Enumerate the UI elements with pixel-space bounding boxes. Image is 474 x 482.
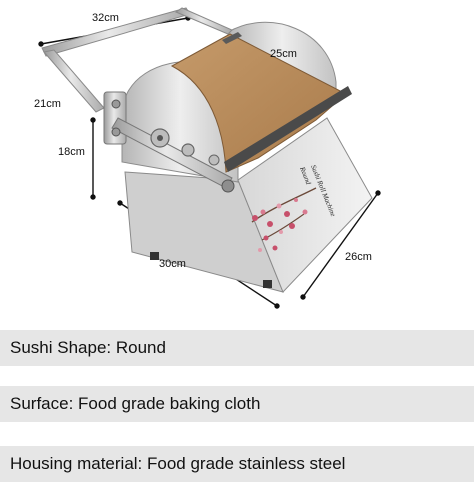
dimension-lines bbox=[38, 15, 381, 309]
dim-body-height: 18cm bbox=[58, 146, 85, 158]
spec-row-shape: Sushi Shape: Round bbox=[0, 330, 474, 366]
spec-housing-text: Housing material: Food grade stainless s… bbox=[10, 454, 346, 473]
box-front-panel bbox=[237, 117, 373, 293]
handle-frame bbox=[41, 7, 233, 113]
belt-front-bar bbox=[224, 86, 352, 172]
dim-belt-width: 25cm bbox=[270, 48, 297, 60]
product-image: Round Sushi Roll Machine 32cm 25cm 21c bbox=[34, 7, 381, 309]
dim-base-length: 30cm bbox=[159, 258, 186, 270]
belt-back-bar bbox=[222, 32, 242, 44]
hinge-mechanism bbox=[103, 91, 235, 193]
spec-shape-text: Sushi Shape: Round bbox=[10, 338, 166, 357]
cherry-blossom-graphic bbox=[251, 187, 317, 252]
baking-cloth-belt bbox=[170, 33, 347, 173]
foot-left bbox=[150, 252, 159, 260]
spec-surface-text: Surface: Food grade baking cloth bbox=[10, 394, 261, 413]
dim-box-depth: 26cm bbox=[345, 251, 372, 263]
dim-side-height: 21cm bbox=[34, 98, 61, 110]
spec-row-surface: Surface: Food grade baking cloth bbox=[0, 386, 474, 422]
dim-width-top: 32cm bbox=[92, 12, 119, 24]
spec-row-housing: Housing material: Food grade stainless s… bbox=[0, 446, 474, 482]
foot-front bbox=[263, 280, 272, 288]
